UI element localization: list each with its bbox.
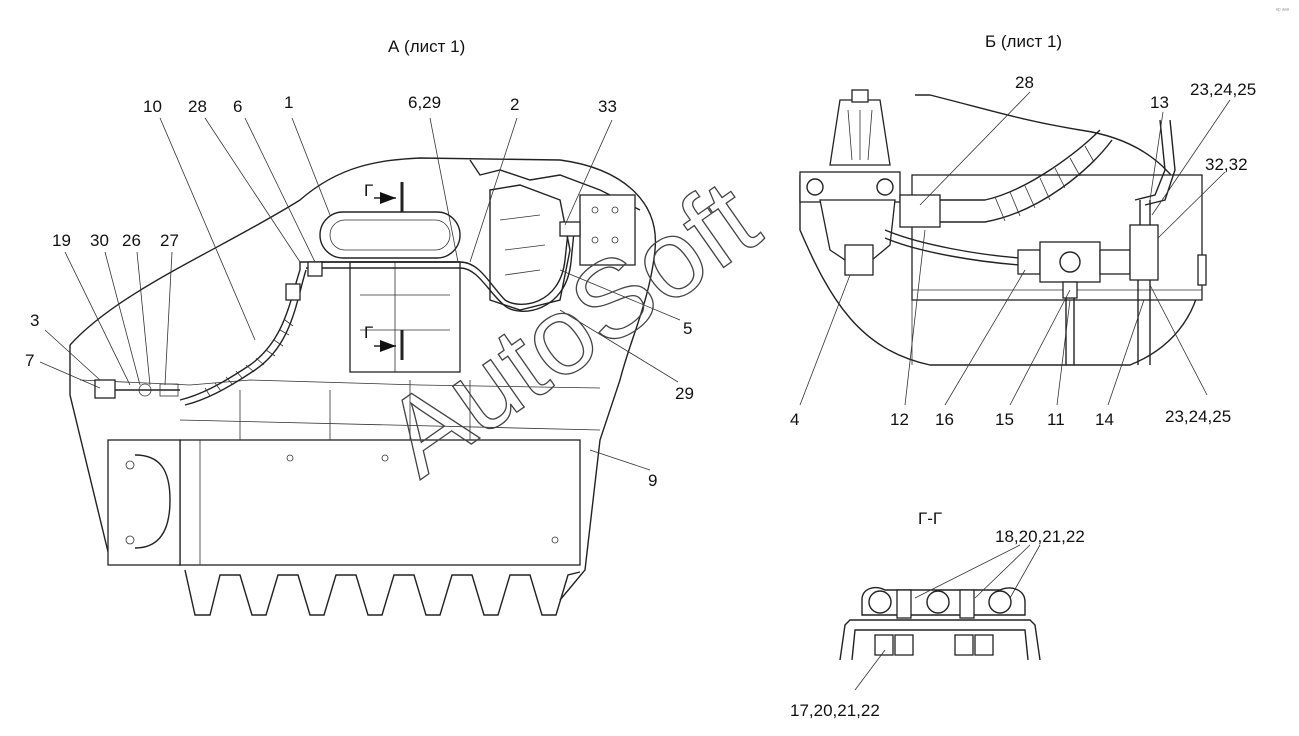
tee-fitting: [1129, 224, 1159, 281]
callout-a-28: 28: [188, 97, 207, 116]
callout-a-7: 7: [25, 351, 34, 370]
elbow-fitting: [559, 221, 581, 237]
callout-a-1: 1: [284, 93, 293, 112]
corner-mark: ᵉᵖ ᵃᵃᵃ: [1276, 8, 1290, 14]
clamp-base: [839, 619, 1041, 661]
callout-a-6: 6: [233, 97, 242, 116]
callout-a-26: 26: [122, 231, 141, 250]
quick-coupler: [94, 379, 116, 399]
callout-a-30: 30: [90, 231, 109, 250]
callout-a-9: 9: [648, 471, 657, 490]
cut-mark-top: Г: [364, 181, 404, 212]
header-teeth: [184, 569, 581, 616]
slot-bracket: [319, 211, 461, 259]
callout-a-2: 2: [510, 95, 519, 114]
header-end-plate: [107, 439, 181, 566]
callout-b-23-24-25-top: 23,24,25: [1190, 80, 1256, 99]
callout-a-19: 19: [52, 231, 71, 250]
callout-b-32-32: 32,32: [1205, 155, 1248, 174]
callout-a-29: 29: [675, 384, 694, 403]
valve-block: [579, 194, 636, 266]
view-b-title: Б (лист 1): [985, 32, 1062, 51]
callout-a-6-29: 6,29: [408, 93, 441, 112]
callout-b-16: 16: [935, 410, 954, 429]
fitting-28: [899, 194, 941, 228]
section-g-g: Г-Г 18,20,21,22 17,20,21,22: [790, 509, 1085, 720]
view-a-title: А (лист 1): [388, 37, 465, 56]
valve-outlet: [844, 244, 874, 276]
hose-upper: [299, 231, 569, 306]
callout-b-11: 11: [1047, 410, 1065, 429]
callout-a-3: 3: [30, 311, 39, 330]
callout-a-10: 10: [143, 97, 162, 116]
callout-section-top: 18,20,21,22: [995, 527, 1085, 546]
hose-spiral: [204, 319, 294, 397]
callout-section-bottom: 17,20,21,22: [790, 701, 880, 720]
callout-b-13: 13: [1150, 93, 1169, 112]
tee-valve: [1039, 241, 1101, 283]
section-title: Г-Г: [918, 509, 942, 528]
header-body: [179, 439, 581, 566]
view-a-shroud: [69, 157, 657, 601]
callout-b-4: 4: [790, 410, 799, 429]
support-frame: [349, 261, 461, 373]
callout-b-28: 28: [1015, 73, 1034, 92]
view-b: Б (лист 1) 28 13 23,24,25 32,: [790, 32, 1256, 429]
callout-b-14: 14: [1095, 410, 1114, 429]
cut-mark-bottom: Г: [364, 323, 404, 360]
callout-a-5: 5: [683, 319, 692, 338]
svg-text:Г: Г: [364, 323, 373, 342]
callout-b-23-24-25-bottom: 23,24,25: [1165, 407, 1231, 426]
callout-a-27: 27: [160, 231, 179, 250]
callout-b-12: 12: [890, 410, 909, 429]
view-a: А (лист 1): [25, 37, 694, 616]
svg-text:Г: Г: [364, 181, 373, 200]
callout-b-15: 15: [995, 410, 1014, 429]
callout-a-33: 33: [598, 97, 617, 116]
clamp-plate-top: [861, 587, 1026, 616]
